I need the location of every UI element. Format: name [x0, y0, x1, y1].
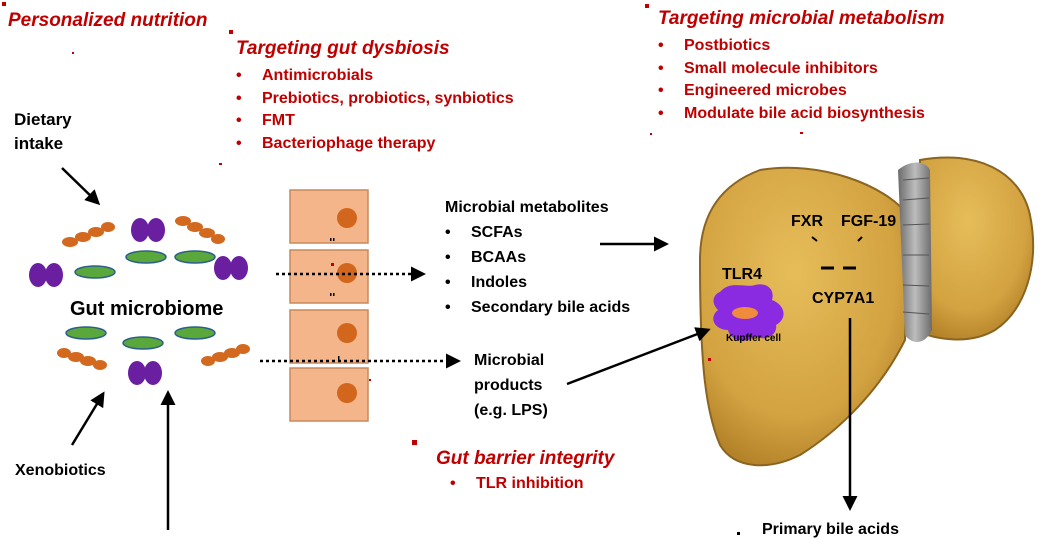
- kupffer-nucleus: [732, 307, 758, 319]
- kupffer-cell-label: Kupffer cell: [726, 333, 782, 344]
- products-to-kupffer-arrow: [566, 327, 711, 386]
- barrier-title: Gut barrier integrity: [436, 448, 615, 469]
- targeting-gut-dysbiosis-box: Targeting gut dysbiosis Antimicrobials P…: [236, 38, 514, 155]
- metabolism-item: Engineered microbes: [658, 80, 944, 103]
- metabolism-item: Postbiotics: [658, 35, 944, 58]
- enterocyte: [289, 367, 369, 422]
- metabolites-title: Microbial metabolites: [445, 199, 609, 216]
- liver-right-lobe: [913, 156, 1034, 341]
- liver-left-lobe: [698, 166, 910, 467]
- metabolites-list: SCFAs BCAAs Indoles Secondary bile acids: [445, 220, 630, 320]
- stray-marks: [2, 2, 803, 445]
- oval-bacteria: [65, 250, 216, 350]
- xenobiotics-label: Xenobiotics: [15, 462, 106, 479]
- metabolism-item: Modulate bile acid biosynthesis: [658, 103, 944, 126]
- gut-barrier-box: Gut barrier integrity TLR inhibition: [436, 448, 614, 496]
- arrows: [61, 167, 858, 530]
- kupffer-cell: [713, 284, 784, 341]
- metabolite-item: Indoles: [445, 270, 630, 295]
- metabolite-item: Secondary bile acids: [445, 295, 630, 320]
- dysbiosis-item: Prebiotics, probiotics, synbiotics: [236, 88, 514, 111]
- dysbiosis-title: Targeting gut dysbiosis: [236, 38, 450, 59]
- dietary-arrow: [61, 167, 101, 206]
- microbial-metabolites-box: Microbial metabolites SCFAs BCAAs Indole…: [445, 196, 630, 320]
- dietary-intake-label: Dietary intake: [14, 110, 72, 153]
- microbial-products-label: Microbial products (e.g. LPS): [474, 352, 548, 419]
- metabolism-item: Small molecule inhibitors: [658, 58, 944, 81]
- dysbiosis-item: Bacteriophage therapy: [236, 133, 514, 156]
- cyp7a1-label: CYP7A1: [812, 290, 875, 307]
- metabolism-title: Targeting microbial metabolism: [658, 8, 945, 29]
- signal-marks: [811, 236, 863, 270]
- rod-bacteria: [57, 216, 250, 370]
- tlr4-label: TLR4: [722, 266, 762, 283]
- enterocyte: [289, 189, 369, 244]
- targeting-microbial-metabolism-box: Targeting microbial metabolism Postbioti…: [658, 8, 944, 125]
- gut-microbiome-label: Gut microbiome: [70, 298, 224, 320]
- barrier-list: TLR inhibition: [450, 473, 614, 496]
- dysbiosis-item: FMT: [236, 110, 514, 133]
- fxr-label: FXR: [791, 213, 823, 230]
- personalized-nutrition-label: Personalized nutrition: [8, 10, 208, 31]
- cocci-bacteria: [29, 218, 248, 385]
- metabolism-list: Postbiotics Small molecule inhibitors En…: [658, 35, 944, 125]
- fgf19-label: FGF-19: [841, 213, 897, 230]
- enterocyte: [289, 309, 369, 364]
- liver: [698, 156, 1034, 467]
- xenobiotics-arrow: [70, 391, 105, 446]
- dysbiosis-item: Antimicrobials: [236, 65, 514, 88]
- enterocyte: [289, 249, 369, 304]
- metabolite-item: BCAAs: [445, 245, 630, 270]
- barrier-item: TLR inhibition: [450, 473, 614, 496]
- gut-epithelium: [289, 189, 369, 422]
- dot-mark: [737, 532, 740, 535]
- falciform-ligament: [898, 162, 932, 342]
- metabolite-item: SCFAs: [445, 220, 630, 245]
- primary-bile-acids-label: Primary bile acids: [762, 521, 899, 538]
- dysbiosis-list: Antimicrobials Prebiotics, probiotics, s…: [236, 65, 514, 155]
- gut-microbiome-bacteria: [29, 216, 250, 385]
